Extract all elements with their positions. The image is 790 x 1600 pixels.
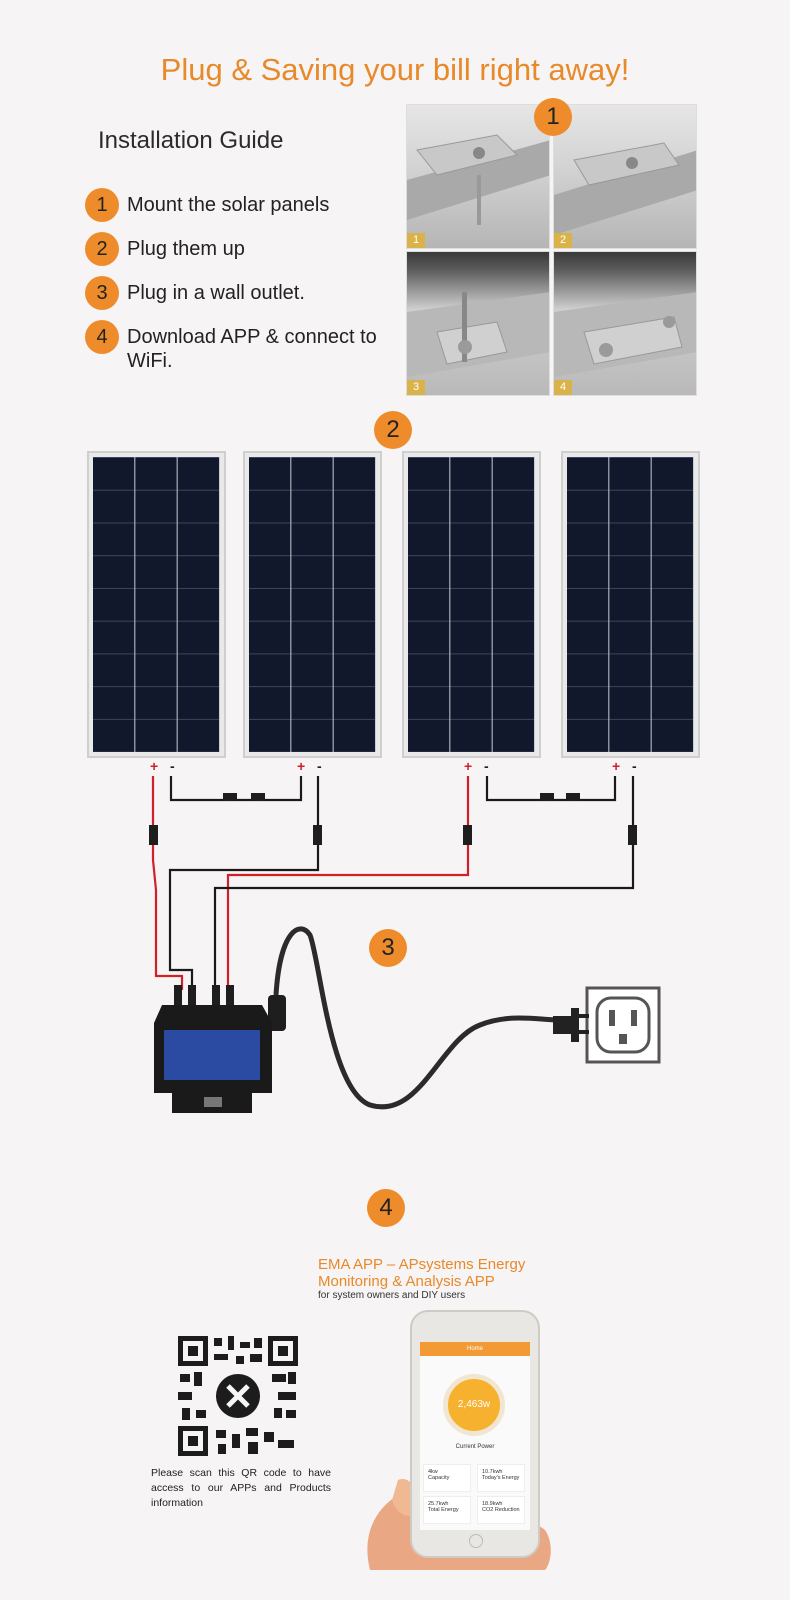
solar-panel-3 [402,451,541,758]
stat-label: Total Energy [428,1507,459,1513]
stat-value: 25.7kwh [428,1501,449,1507]
home-button [469,1534,483,1548]
step-text-4: Download APP & connect to WiFi. [127,326,377,372]
photo-number-2: 2 [554,233,572,248]
mount-photo-1: 1 [406,104,550,249]
headline: Plug & Saving your bill right away! [160,52,630,87]
step-badge-3: 3 [85,276,119,310]
mount-photo-4: 4 [553,251,697,396]
mount-photo-2: 2 [553,104,697,249]
photo-number-1: 1 [407,233,425,248]
section-badge-1: 1 [534,98,572,136]
photo-number-3: 3 [407,380,425,395]
microinverter-icon [154,985,272,1113]
app-title-line-2: Monitoring & Analysis APP [318,1273,495,1290]
stat-label: Capacity [428,1475,450,1481]
current-power-label: Current Power [455,1444,495,1450]
step-badge-4: 4 [85,320,119,354]
solar-panel-2 [243,451,382,758]
section-badge-3: 3 [369,929,407,967]
step-badge-1: 1 [85,188,119,222]
phone-mockup: Home 2,463w Current Power 4kw Capacity 1… [410,1310,540,1558]
screen-header: Home [420,1342,530,1356]
polarity-plus-2: + [297,758,306,774]
step-text-3: Plug in a wall outlet. [127,282,305,304]
photo-number-4: 4 [554,380,572,395]
polarity-minus-1: - [170,758,175,774]
polarity-plus-4: + [612,758,621,774]
stat-co2-reduction: 18.9kwh CO2 Reduction [477,1496,525,1524]
mount-bracket-illustration [407,134,549,225]
guide-title: Installation Guide [98,127,284,154]
mount-photo-3: 3 [406,251,550,396]
stat-label: CO2 Reduction [482,1507,520,1513]
polarity-minus-4: - [632,758,637,774]
app-title: EMA APP – APsystems Energy Monitoring & … [318,1256,525,1290]
step-text-2: Plug them up [127,238,245,260]
solar-panel-4 [561,451,700,758]
solar-panel-1 [87,451,226,758]
section-badge-2: 2 [374,411,412,449]
polarity-plus-1: + [150,758,159,774]
stat-today-energy: 10.7kwh Today's Energy [477,1464,525,1492]
polarity-minus-3: - [484,758,489,774]
stat-label: Today's Energy [482,1475,520,1481]
qr-code[interactable] [178,1336,298,1456]
mount-rail-illustration [554,292,696,377]
stat-value: 18.9kwh [482,1501,503,1507]
polarity-plus-3: + [464,758,473,774]
wall-outlet-icon [553,986,661,1064]
phone-screen: Home 2,463w Current Power 4kw Capacity 1… [420,1342,530,1530]
power-gauge: 2,463w [443,1374,505,1436]
step-text-1: Mount the solar panels [127,194,330,216]
mount-bracket-illustration [554,142,696,235]
stat-value: 4kw [428,1469,438,1475]
stat-value: 10.7kwh [482,1469,503,1475]
step-badge-2: 2 [85,232,119,266]
gauge-value: 2,463w [457,1399,491,1410]
wiring-diagram [149,776,637,1110]
section-badge-4: 4 [367,1189,405,1227]
stat-capacity: 4kw Capacity [423,1464,471,1492]
app-title-line-1: EMA APP – APsystems Energy [318,1256,526,1273]
polarity-minus-2: - [317,758,322,774]
mount-rail-illustration [407,292,549,377]
stat-total-energy: 25.7kwh Total Energy [423,1496,471,1524]
app-subtitle: for system owners and DIY users [318,1290,466,1301]
qr-note: Please scan this QR code to have access … [151,1467,331,1509]
